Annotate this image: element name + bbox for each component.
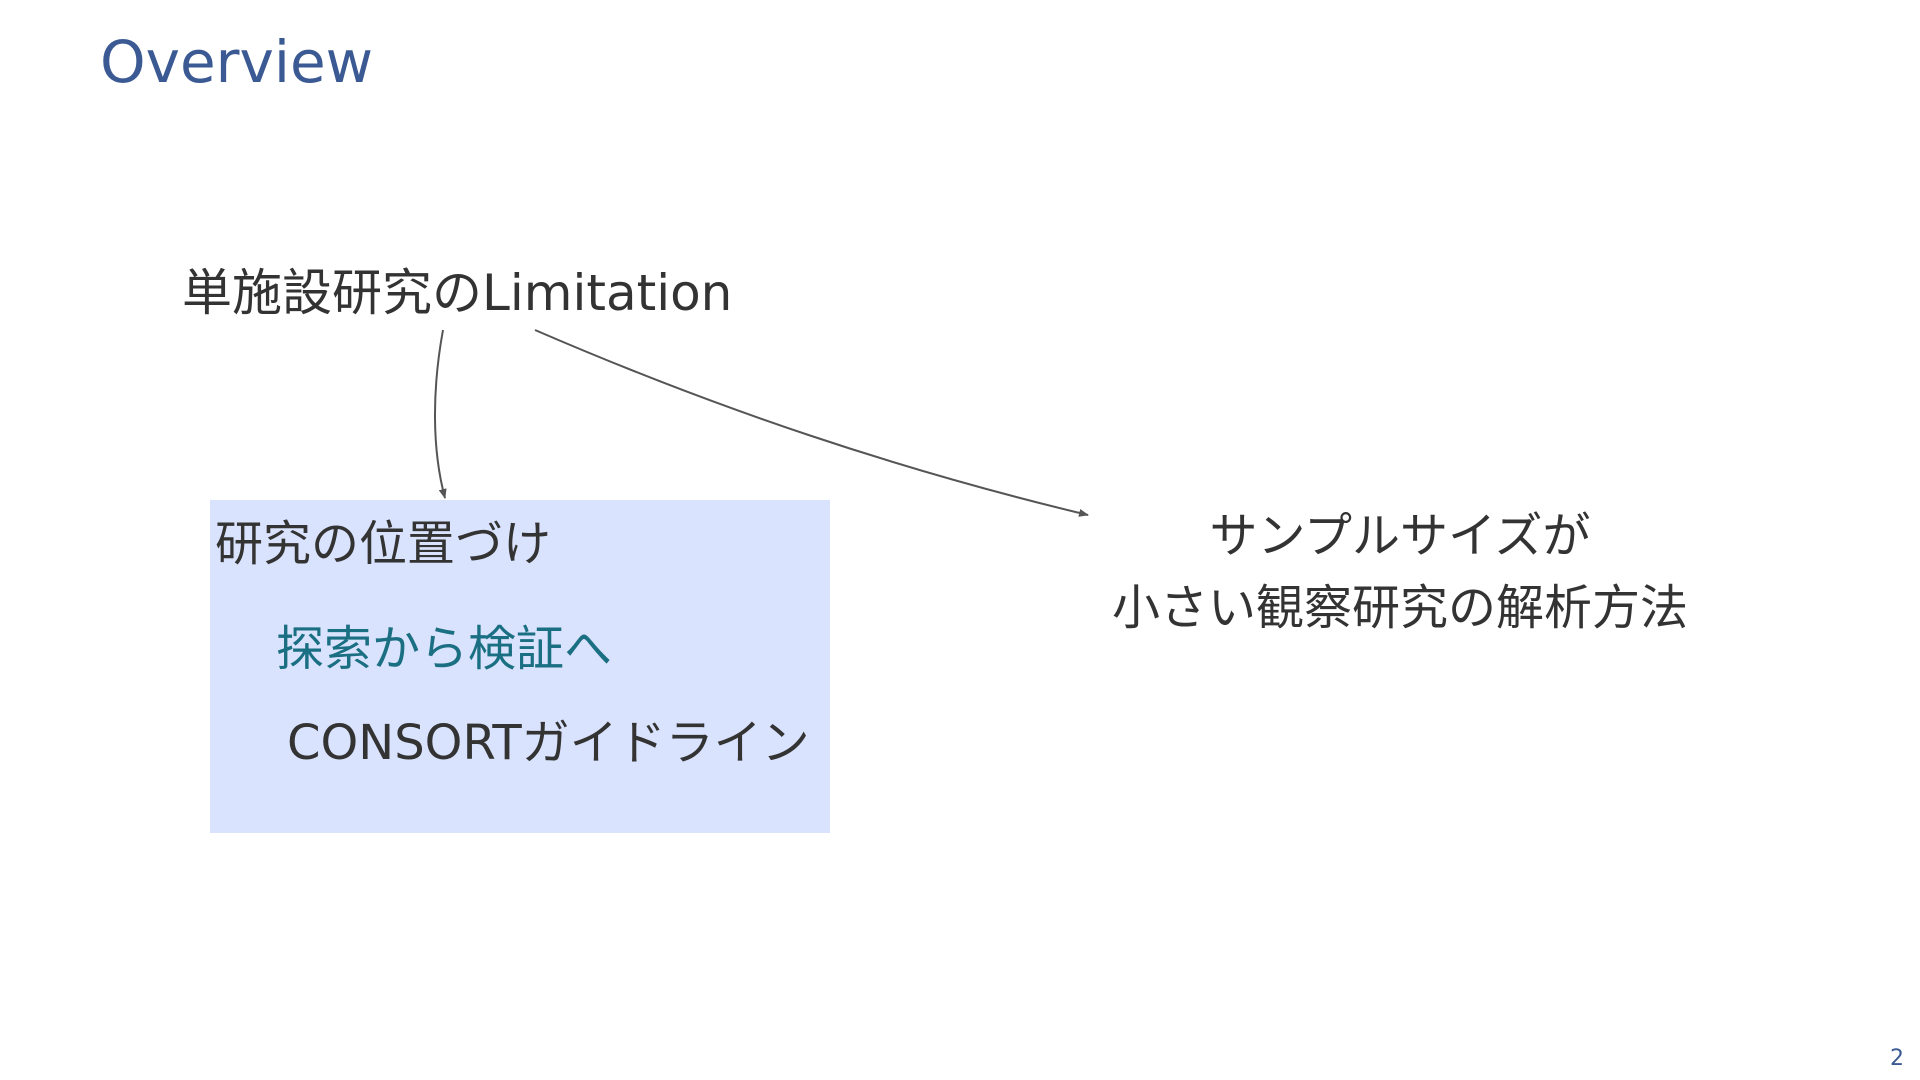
- box-heading: 研究の位置づけ: [215, 516, 552, 572]
- arrow-root-to-position: [434, 329, 447, 499]
- sample-size-line-1: サンプルサイズが: [1209, 508, 1591, 564]
- page-number: 2: [1890, 1046, 1904, 1071]
- sample-size-node: サンプルサイズが 小さい観察研究の解析方法: [1080, 500, 1720, 644]
- slide-title: Overview: [100, 28, 374, 96]
- arrow-root-to-sample-size: [534, 329, 1089, 517]
- box-item-consort-guideline: CONSORTガイドライン: [287, 715, 810, 771]
- box-item-exploration-to-verification: 探索から検証へ: [276, 621, 613, 677]
- root-node-limitation: 単施設研究のLimitation: [182, 264, 733, 322]
- research-position-box: 研究の位置づけ 探索から検証へ CONSORTガイドライン: [210, 500, 830, 833]
- sample-size-line-2: 小さい観察研究の解析方法: [1111, 580, 1688, 636]
